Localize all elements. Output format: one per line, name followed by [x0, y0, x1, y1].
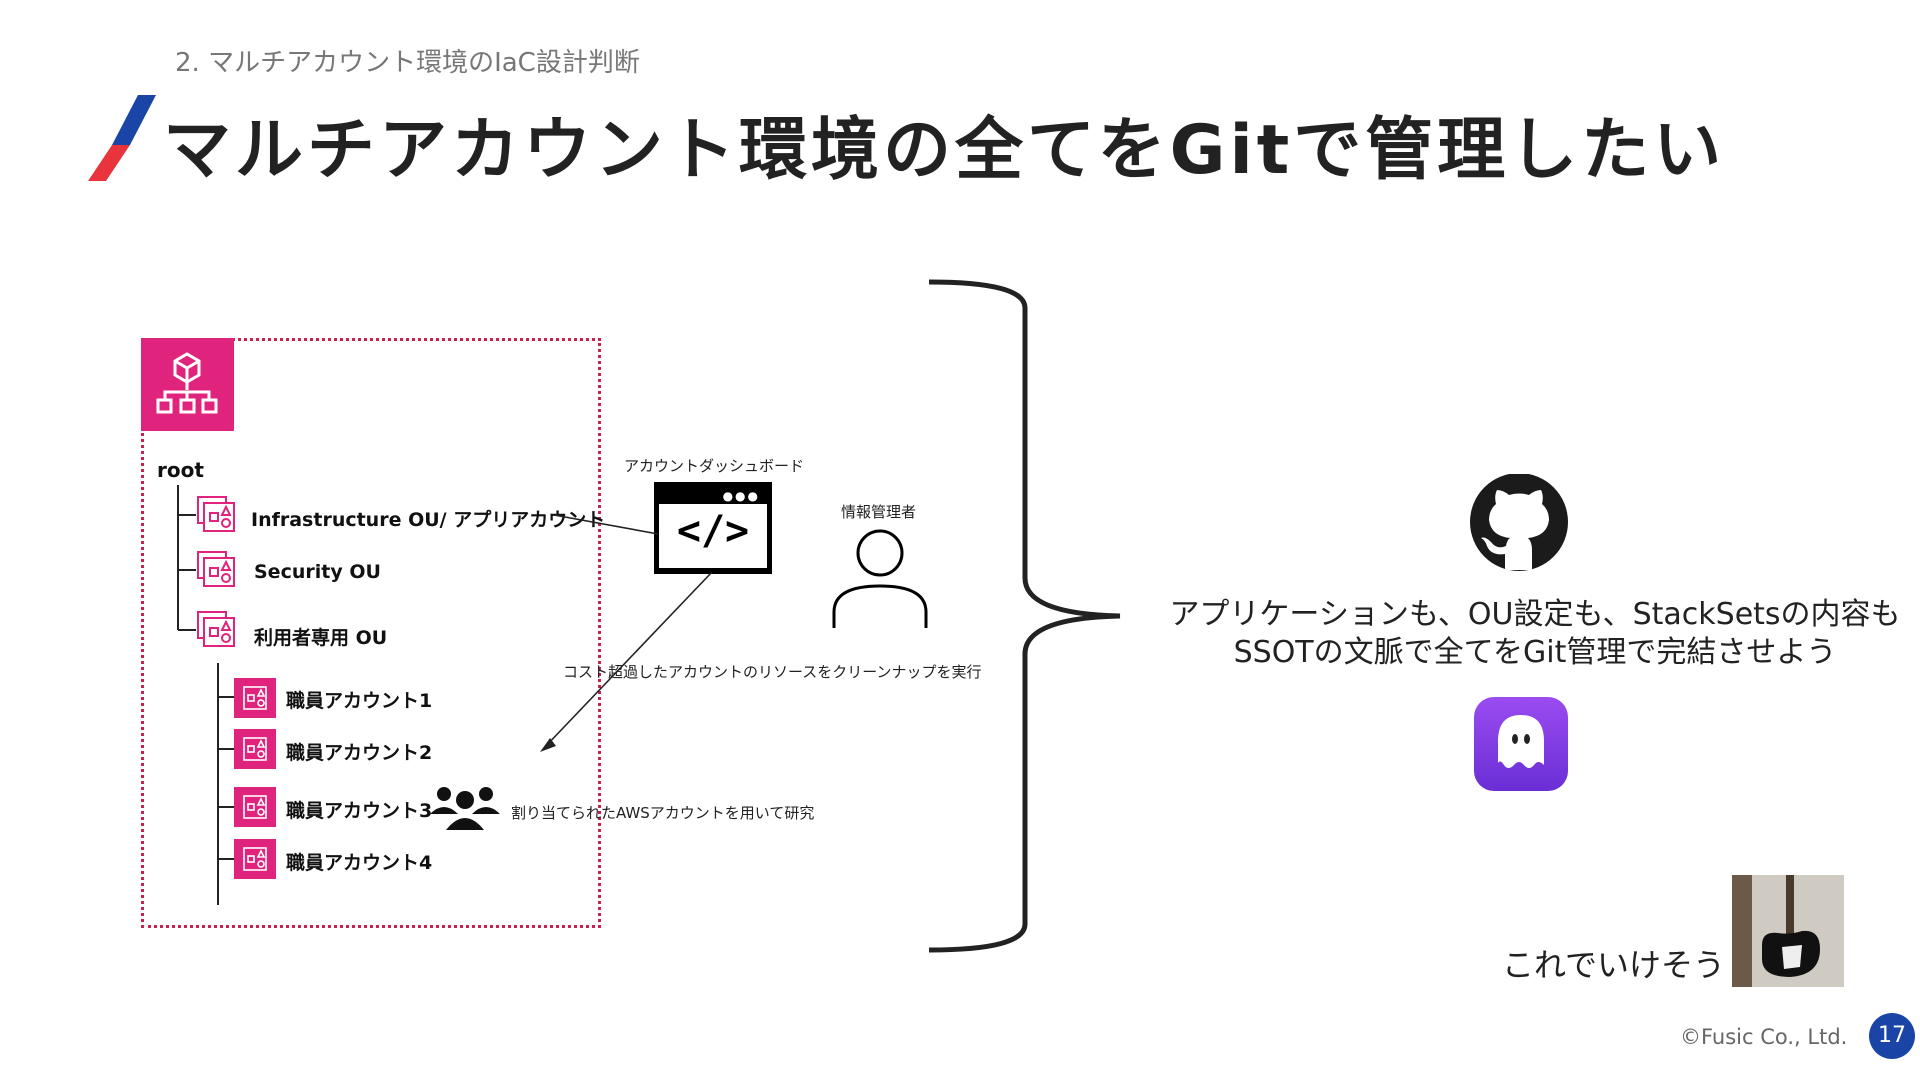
org-tree-lines — [177, 485, 234, 905]
guitar-photo — [1732, 875, 1844, 987]
account-icon — [234, 787, 276, 827]
flow-arrows — [540, 514, 713, 752]
account-icon — [234, 839, 276, 879]
title-slash-decoration — [88, 95, 156, 181]
account-label-2: 職員アカウント2 — [286, 742, 433, 764]
main-message: アプリケーションも、OU設定も、StackSetsの内容も SSOTの文脈で全て… — [1150, 596, 1920, 672]
github-icon — [1470, 474, 1568, 571]
account-label-3: 職員アカウント3 — [286, 800, 433, 822]
research-label: 割り当てられたAWSアカウントを用いて研究 — [511, 804, 815, 822]
caption-text: これでいけそう — [1502, 946, 1726, 984]
folder-icon — [197, 551, 235, 587]
ou-security-label: Security OU — [254, 561, 381, 583]
group-icon — [430, 787, 500, 830]
user-icon — [832, 529, 928, 628]
code-window-icon: ●●● </> — [654, 482, 772, 574]
copyright: ©Fusic Co., Ltd. — [1680, 1025, 1848, 1049]
ou-user-label: 利用者専用 OU — [254, 627, 388, 649]
account-label-4: 職員アカウント4 — [286, 852, 433, 874]
root-label: root — [157, 458, 204, 482]
admin-label: 情報管理者 — [841, 503, 917, 521]
account-label-1: 職員アカウント1 — [286, 690, 433, 712]
account-icon — [234, 729, 276, 769]
section-heading: 2. マルチアカウント環境のIaC設計判断 — [175, 48, 640, 78]
cleanup-arrow-label: コスト超過したアカウントのリソースをクリーンナップを実行 — [563, 663, 982, 681]
organization-boundary — [141, 338, 601, 928]
main-message-line-1: アプリケーションも、OU設定も、StackSetsの内容も — [1169, 597, 1901, 632]
folder-icon — [197, 611, 235, 647]
slide-title: マルチアカウント環境の全てをGitで管理したい — [163, 111, 1726, 190]
account-icon — [234, 678, 276, 718]
ou-infrastructure-label: Infrastructure OU/ アプリアカウント — [251, 509, 606, 531]
dashboard-label: アカウントダッシュボード — [624, 457, 805, 475]
main-message-line-2: SSOTの文脈で全てをGit管理で完結させよう — [1233, 635, 1837, 670]
curly-brace — [928, 279, 1121, 953]
page-number: 17 — [1869, 1013, 1915, 1059]
ghost-app-icon — [1474, 697, 1568, 791]
organizations-icon — [141, 338, 234, 431]
folder-icon — [197, 496, 235, 532]
